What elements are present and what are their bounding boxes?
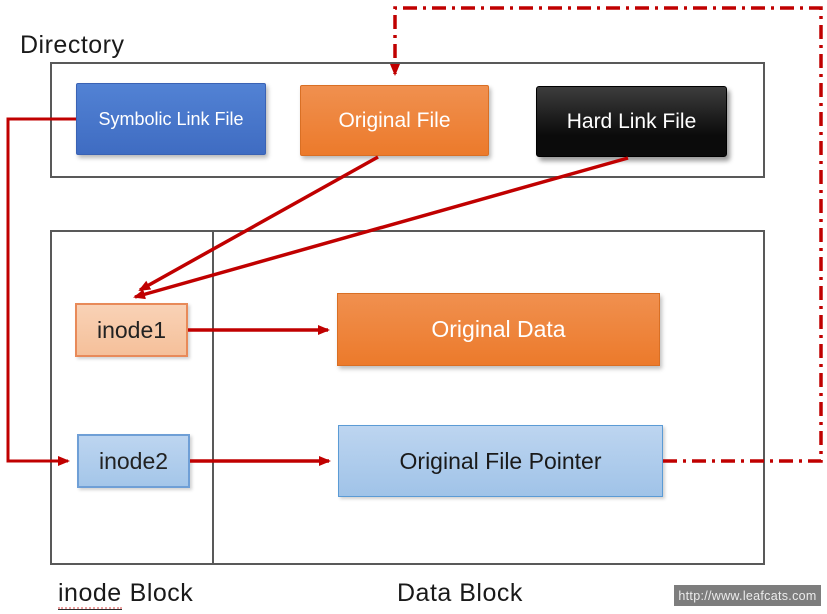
symbolic-link-file-box: Symbolic Link File	[76, 83, 266, 155]
inode-block-label-rest: Block	[129, 579, 194, 607]
original-file-box: Original File	[300, 85, 489, 156]
inode-data-divider	[212, 230, 214, 565]
inode-word-underlined: inode	[58, 580, 122, 611]
inode1-box: inode1	[75, 303, 188, 357]
hard-link-file-box: Hard Link File	[536, 86, 727, 157]
storage-box	[50, 230, 765, 565]
inode2-box: inode2	[77, 434, 190, 488]
directory-title: Directory	[20, 31, 125, 59]
watermark-url: http://www.leafcats.com	[674, 585, 821, 606]
original-data-box: Original Data	[337, 293, 660, 366]
data-block-label: Data Block	[397, 579, 523, 607]
original-file-pointer-box: Original File Pointer	[338, 425, 663, 497]
